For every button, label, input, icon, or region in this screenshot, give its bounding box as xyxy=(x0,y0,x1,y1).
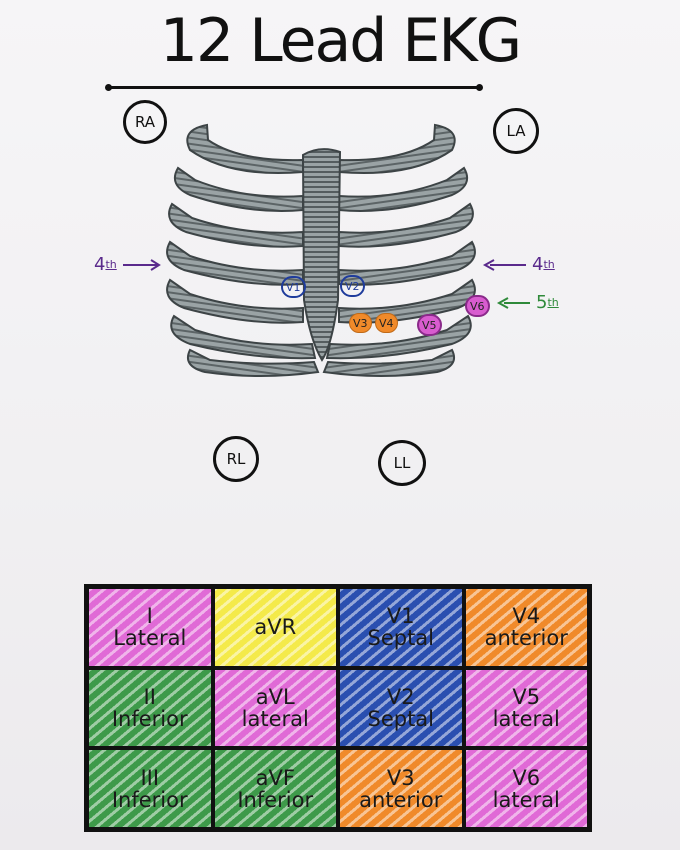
cell-region: lateral xyxy=(492,787,560,812)
rib xyxy=(322,348,456,377)
cell-lead: V5 xyxy=(512,684,541,709)
chest-lead-v3: V3 xyxy=(349,313,372,333)
table-cell: aVR xyxy=(212,587,338,668)
right-4th-label: 4 xyxy=(532,254,544,275)
left-4th-label: 4 xyxy=(94,254,106,275)
right-arrow-icon xyxy=(122,258,161,271)
cell-region: Inferior xyxy=(237,787,314,812)
rib xyxy=(338,240,476,286)
rib xyxy=(338,166,468,212)
right-4th-suffix: th xyxy=(543,258,555,271)
cell-region: Septal xyxy=(367,706,435,731)
rib xyxy=(325,314,472,360)
la-limb-lead: LA xyxy=(493,108,539,154)
cell-lead: V1 xyxy=(386,604,415,629)
cell-region: Lateral xyxy=(113,626,187,651)
rib xyxy=(338,123,456,175)
cell-region: Inferior xyxy=(111,787,188,812)
cell-region: anterior xyxy=(484,626,568,651)
cell-lead: V2 xyxy=(386,684,415,709)
cell-lead: V3 xyxy=(386,765,415,790)
ll-limb-lead: LL xyxy=(378,440,426,486)
rib xyxy=(166,240,304,286)
chest-lead-v2: V2 xyxy=(340,275,365,297)
cell-region: lateral xyxy=(241,706,309,731)
cell-lead: aVF xyxy=(255,765,295,790)
cell-lead: aVR xyxy=(254,615,297,640)
rib xyxy=(186,123,304,175)
rib xyxy=(166,278,304,324)
rib xyxy=(168,202,304,248)
cell-region: Septal xyxy=(367,626,435,651)
cell-lead: aVL xyxy=(255,684,295,709)
chest-lead-v1: V1 xyxy=(281,276,306,298)
chest-lead-v5: V5 xyxy=(417,314,442,336)
cell-region: anterior xyxy=(359,787,443,812)
ra-limb-lead: RA xyxy=(123,100,167,144)
cell-region: Inferior xyxy=(111,706,188,731)
page-title: 12 Lead EKG xyxy=(159,6,522,76)
chest-lead-v4: V4 xyxy=(375,313,398,333)
rib xyxy=(338,202,474,248)
sternum xyxy=(301,148,342,362)
title-underline xyxy=(105,84,483,91)
rib xyxy=(170,314,317,360)
cell-lead: II xyxy=(143,684,156,709)
right-5th-label: 5 xyxy=(536,292,548,313)
chest-lead-v6: V6 xyxy=(465,295,490,317)
cell-lead: III xyxy=(140,765,160,790)
rl-limb-lead: RL xyxy=(213,436,259,482)
cell-lead: I xyxy=(146,604,153,629)
rib xyxy=(186,348,320,377)
left-arrow-icon xyxy=(496,296,530,309)
cell-lead: V6 xyxy=(512,765,541,790)
cell-lead: V4 xyxy=(512,604,541,629)
left-arrow-icon xyxy=(482,258,526,271)
rib xyxy=(174,166,304,212)
right-5th-suffix: th xyxy=(547,296,559,309)
cell-region: lateral xyxy=(492,706,560,731)
left-4th-suffix: th xyxy=(105,258,117,271)
